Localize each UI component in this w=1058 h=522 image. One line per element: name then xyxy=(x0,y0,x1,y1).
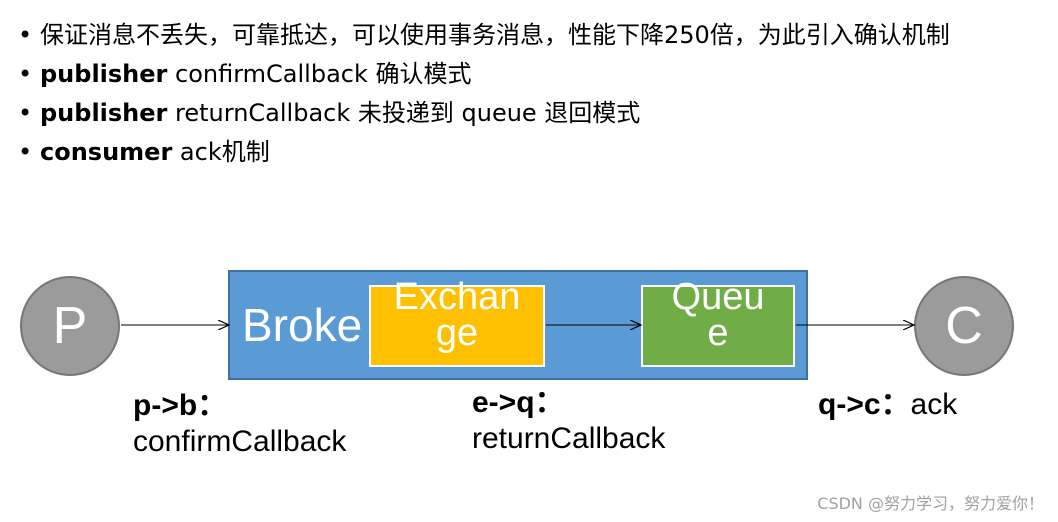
bullet-symbol: • xyxy=(18,60,33,88)
stage-queue-consumer: q->c：ack xyxy=(818,387,957,423)
queue-label-line1: Queu xyxy=(671,276,765,318)
bullet-text: ack机制 xyxy=(172,138,270,166)
queue-box: Queu e xyxy=(641,278,795,367)
exchange-label-line2: ge xyxy=(435,312,479,354)
bullet-text: 保证消息不丢失，可靠抵达，可以使用事务消息，性能下降250倍，为此引入确认机制 xyxy=(40,21,950,49)
queue-label: Queu e xyxy=(643,276,793,354)
exchange-label: Exchan ge xyxy=(371,276,543,354)
stage-detail: confirmCallback xyxy=(133,425,347,458)
watermark: CSDN @努力学习，努力爱你！ xyxy=(817,494,1044,513)
broker-label: Broke xyxy=(242,299,363,351)
exchange-label-line1: Exchan xyxy=(393,276,521,318)
bullet-item: • consumer ack机制 xyxy=(16,139,976,166)
stage-code: q->c： xyxy=(818,388,911,421)
bullet-bold: consumer xyxy=(40,138,173,166)
queue-label-line2: e xyxy=(707,312,729,354)
producer-node: P xyxy=(20,276,120,376)
stage-exchange-queue: e->q： returnCallback xyxy=(472,385,665,457)
bullet-text: confirmCallback 确认模式 xyxy=(167,60,472,88)
bullet-text: returnCallback 未投递到 queue 退回模式 xyxy=(167,99,641,127)
exchange-box: Exchan ge xyxy=(369,278,545,367)
stage-producer-broker: p->b： confirmCallback xyxy=(133,388,346,460)
bullet-list: • 保证消息不丢失，可靠抵达，可以使用事务消息，性能下降250倍，为此引入确认机… xyxy=(16,22,976,178)
bullet-item: • 保证消息不丢失，可靠抵达，可以使用事务消息，性能下降250倍，为此引入确认机… xyxy=(16,22,976,49)
bullet-symbol: • xyxy=(18,138,33,166)
consumer-node: C xyxy=(914,276,1014,376)
stage-detail: returnCallback xyxy=(472,422,666,455)
bullet-bold: publisher xyxy=(40,99,168,127)
bullet-item: • publisher confirmCallback 确认模式 xyxy=(16,61,976,88)
bullet-bold: publisher xyxy=(40,60,168,88)
stage-code: p->b： xyxy=(133,389,228,422)
bullet-symbol: • xyxy=(18,21,33,49)
bullet-item: • publisher returnCallback 未投递到 queue 退回… xyxy=(16,100,976,127)
stage-code: e->q： xyxy=(472,386,565,419)
bullet-symbol: • xyxy=(18,99,33,127)
stage-detail: ack xyxy=(910,388,958,421)
